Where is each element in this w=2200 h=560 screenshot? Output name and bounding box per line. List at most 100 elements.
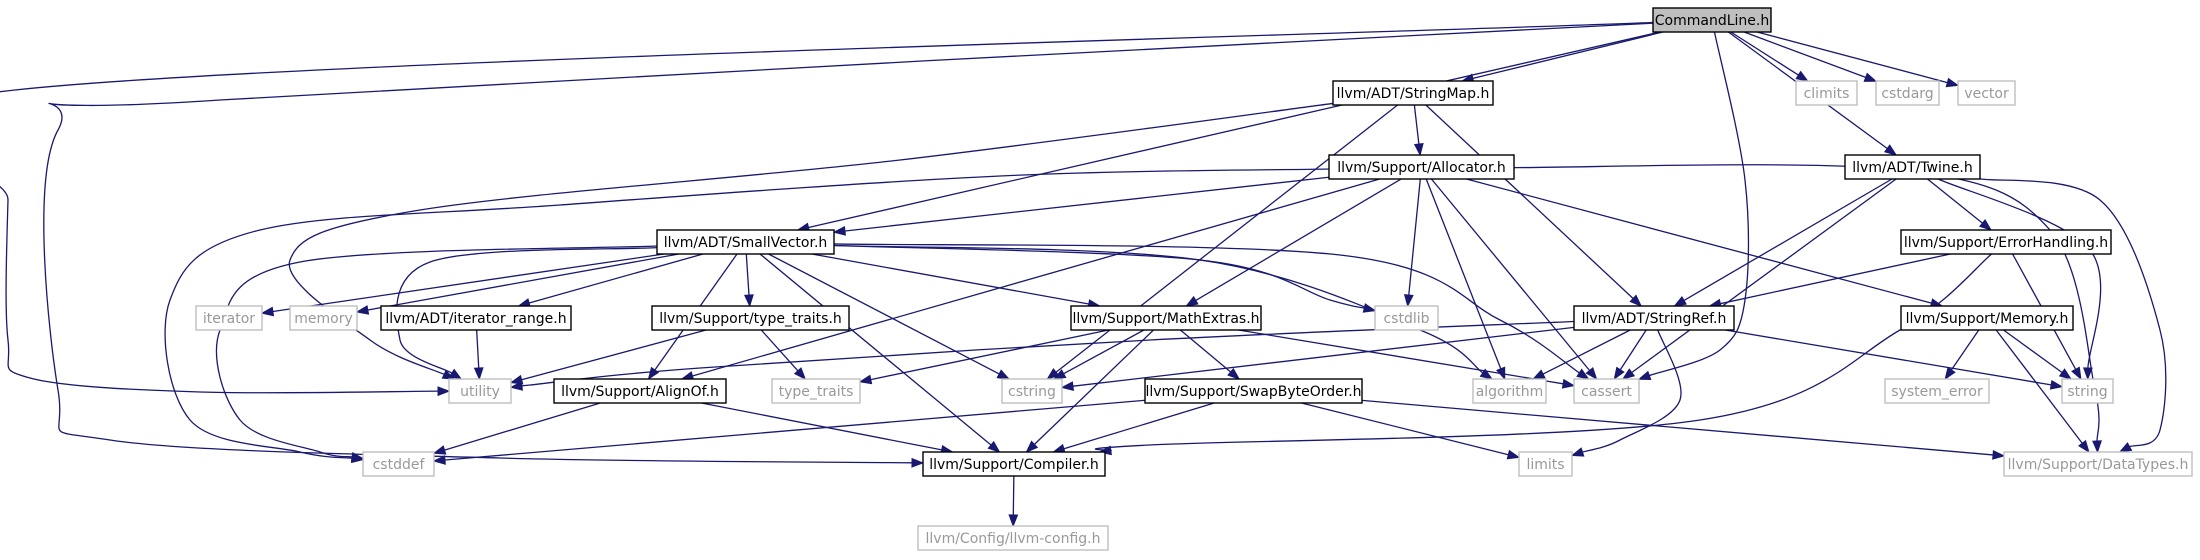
header-nodes: CommandLine.h llvm/ADT/StringMap.h climits…: [195, 7, 2193, 551]
arrowhead-icon: [260, 306, 275, 317]
node-llvmconfig: llvm/Config/llvm-config.h: [917, 525, 1109, 551]
edge-smallvector-to-utility: [395, 246, 658, 380]
edge-line: [1033, 329, 1154, 445]
edge-line: [521, 329, 707, 381]
edge-line: [1582, 329, 1682, 453]
node-label: llvm/Support/Allocator.h: [1337, 160, 1506, 176]
edge-line: [745, 253, 750, 296]
arrowhead-icon: [1008, 514, 1019, 528]
edge-commandline-to-cstdarg: [1743, 31, 1878, 82]
edge-supportmemory-to-string: [2003, 329, 2073, 380]
node-label: llvm/Support/SwapByteOrder.h: [1145, 384, 1361, 400]
edge-line: [164, 168, 1330, 459]
node-label: llvm/ADT/StringMap.h: [1337, 86, 1490, 102]
node-iterator_range[interactable]: llvm/ADT/iterator_range.h: [380, 305, 572, 331]
edge-line: [1756, 31, 1948, 84]
edge-smallvector-to-iterator: [260, 253, 665, 317]
edge-mathextras-to-type_traits: [858, 329, 1109, 385]
node-supportmemory[interactable]: llvm/Support/Memory.h: [1900, 305, 2074, 331]
node-type_traits_h[interactable]: llvm/Support/type_traits.h: [651, 305, 850, 331]
edge-allocator-to-alignof: [680, 178, 1380, 381]
edge-line: [1301, 402, 1509, 456]
node-box: [1518, 451, 1573, 477]
node-label: llvm/ADT/SmallVector.h: [664, 235, 828, 251]
node-label: llvm/Support/type_traits.h: [659, 311, 842, 327]
edge-errorhandling-to-stringref: [1708, 253, 1951, 309]
arrowhead-icon: [2058, 368, 2073, 380]
node-box: [1900, 305, 2074, 331]
node-alignof[interactable]: llvm/Support/AlignOf.h: [553, 378, 727, 404]
node-twine[interactable]: llvm/ADT/Twine.h: [1844, 154, 1981, 180]
arrowhead-icon: [987, 440, 1001, 453]
node-box: [195, 305, 263, 331]
arrowhead-icon: [1863, 72, 1878, 82]
edge-line: [1730, 31, 1799, 76]
node-swapbyteorder[interactable]: llvm/Support/SwapByteOrder.h: [1144, 378, 1363, 404]
edge-line: [1012, 475, 1015, 516]
node-utility: utility: [448, 378, 512, 404]
edge-line: [1063, 402, 1215, 450]
arrowhead-icon: [911, 457, 925, 468]
node-box: [2061, 378, 2114, 404]
edge-smallvector-to-compiler: [759, 253, 1001, 453]
node-box: [1573, 305, 1735, 331]
node-climits: climits: [1795, 80, 1858, 106]
arrowhead-icon: [832, 226, 846, 236]
node-label: llvm/Support/ErrorHandling.h: [1904, 235, 2108, 251]
node-commandline[interactable]: CommandLine.h: [1652, 7, 1772, 33]
node-box: [289, 305, 358, 331]
edge-line: [1950, 329, 1980, 371]
arrowhead-icon: [350, 451, 365, 462]
node-vector: vector: [1957, 80, 2016, 106]
arrowhead-icon: [437, 386, 451, 397]
edge-line: [0, 21, 1654, 394]
node-compiler[interactable]: llvm/Support/Compiler.h: [922, 451, 1106, 477]
edge-smallvector-to-type_traits_h: [744, 253, 754, 308]
node-label: algorithm: [1476, 384, 1544, 400]
node-cstddef: cstddef: [362, 451, 435, 477]
edge-line: [1425, 104, 1634, 299]
edge-alignof-to-compiler: [701, 402, 954, 455]
edge-commandline-to-compiler: [43, 22, 1654, 468]
edge-allocator-to-cstdlib: [1403, 178, 1421, 308]
edge-line: [768, 253, 1000, 375]
arrowhead-icon: [1621, 368, 1636, 380]
node-label: llvm/Support/AlignOf.h: [561, 384, 719, 400]
arrowhead-icon: [432, 455, 446, 465]
arrowhead-icon: [509, 381, 524, 391]
arrowhead-icon: [1060, 381, 1074, 392]
node-label: cstddef: [373, 457, 426, 473]
node-label: llvm/Support/MathExtras.h: [1072, 311, 1259, 327]
edge-line: [1743, 31, 1866, 78]
arrowhead-icon: [1585, 366, 1598, 381]
edge-type_traits_h-to-utility: [509, 329, 707, 385]
node-mathextras[interactable]: llvm/Support/MathExtras.h: [1070, 305, 1262, 331]
edge-line: [444, 402, 601, 451]
edge-twine-to-cassert: [1621, 178, 1897, 380]
node-box: [1332, 80, 1494, 106]
edge-line: [870, 329, 1109, 381]
arrowhead-icon: [2082, 367, 2093, 381]
node-stringref[interactable]: llvm/ADT/StringRef.h: [1573, 305, 1735, 331]
node-label: iterator: [203, 311, 255, 327]
node-type_traits: type_traits: [771, 378, 861, 404]
edge-twine-to-stringref: [1673, 178, 1893, 307]
edge-line: [1979, 178, 2167, 448]
arrowhead-icon: [355, 305, 370, 315]
node-allocator[interactable]: llvm/Support/Allocator.h: [1328, 154, 1515, 180]
node-system_error: system_error: [1884, 378, 1990, 404]
arrowhead-icon: [1629, 294, 1643, 307]
edge-iterator_range-to-utility: [473, 329, 484, 381]
edge-line: [1683, 178, 1893, 302]
node-box: [1144, 378, 1363, 404]
arrowhead-icon: [1570, 447, 1585, 457]
node-box: [2003, 451, 2193, 477]
arrowhead-icon: [2077, 439, 2090, 454]
node-stringmap[interactable]: llvm/ADT/StringMap.h: [1332, 80, 1494, 106]
node-box: [1001, 378, 1063, 404]
edge-line: [528, 253, 704, 304]
node-label: cstdlib: [1383, 311, 1429, 327]
arrowhead-icon: [858, 374, 873, 385]
node-errorhandling[interactable]: llvm/Support/ErrorHandling.h: [1900, 229, 2112, 255]
node-smallvector[interactable]: llvm/ADT/SmallVector.h: [656, 229, 835, 255]
